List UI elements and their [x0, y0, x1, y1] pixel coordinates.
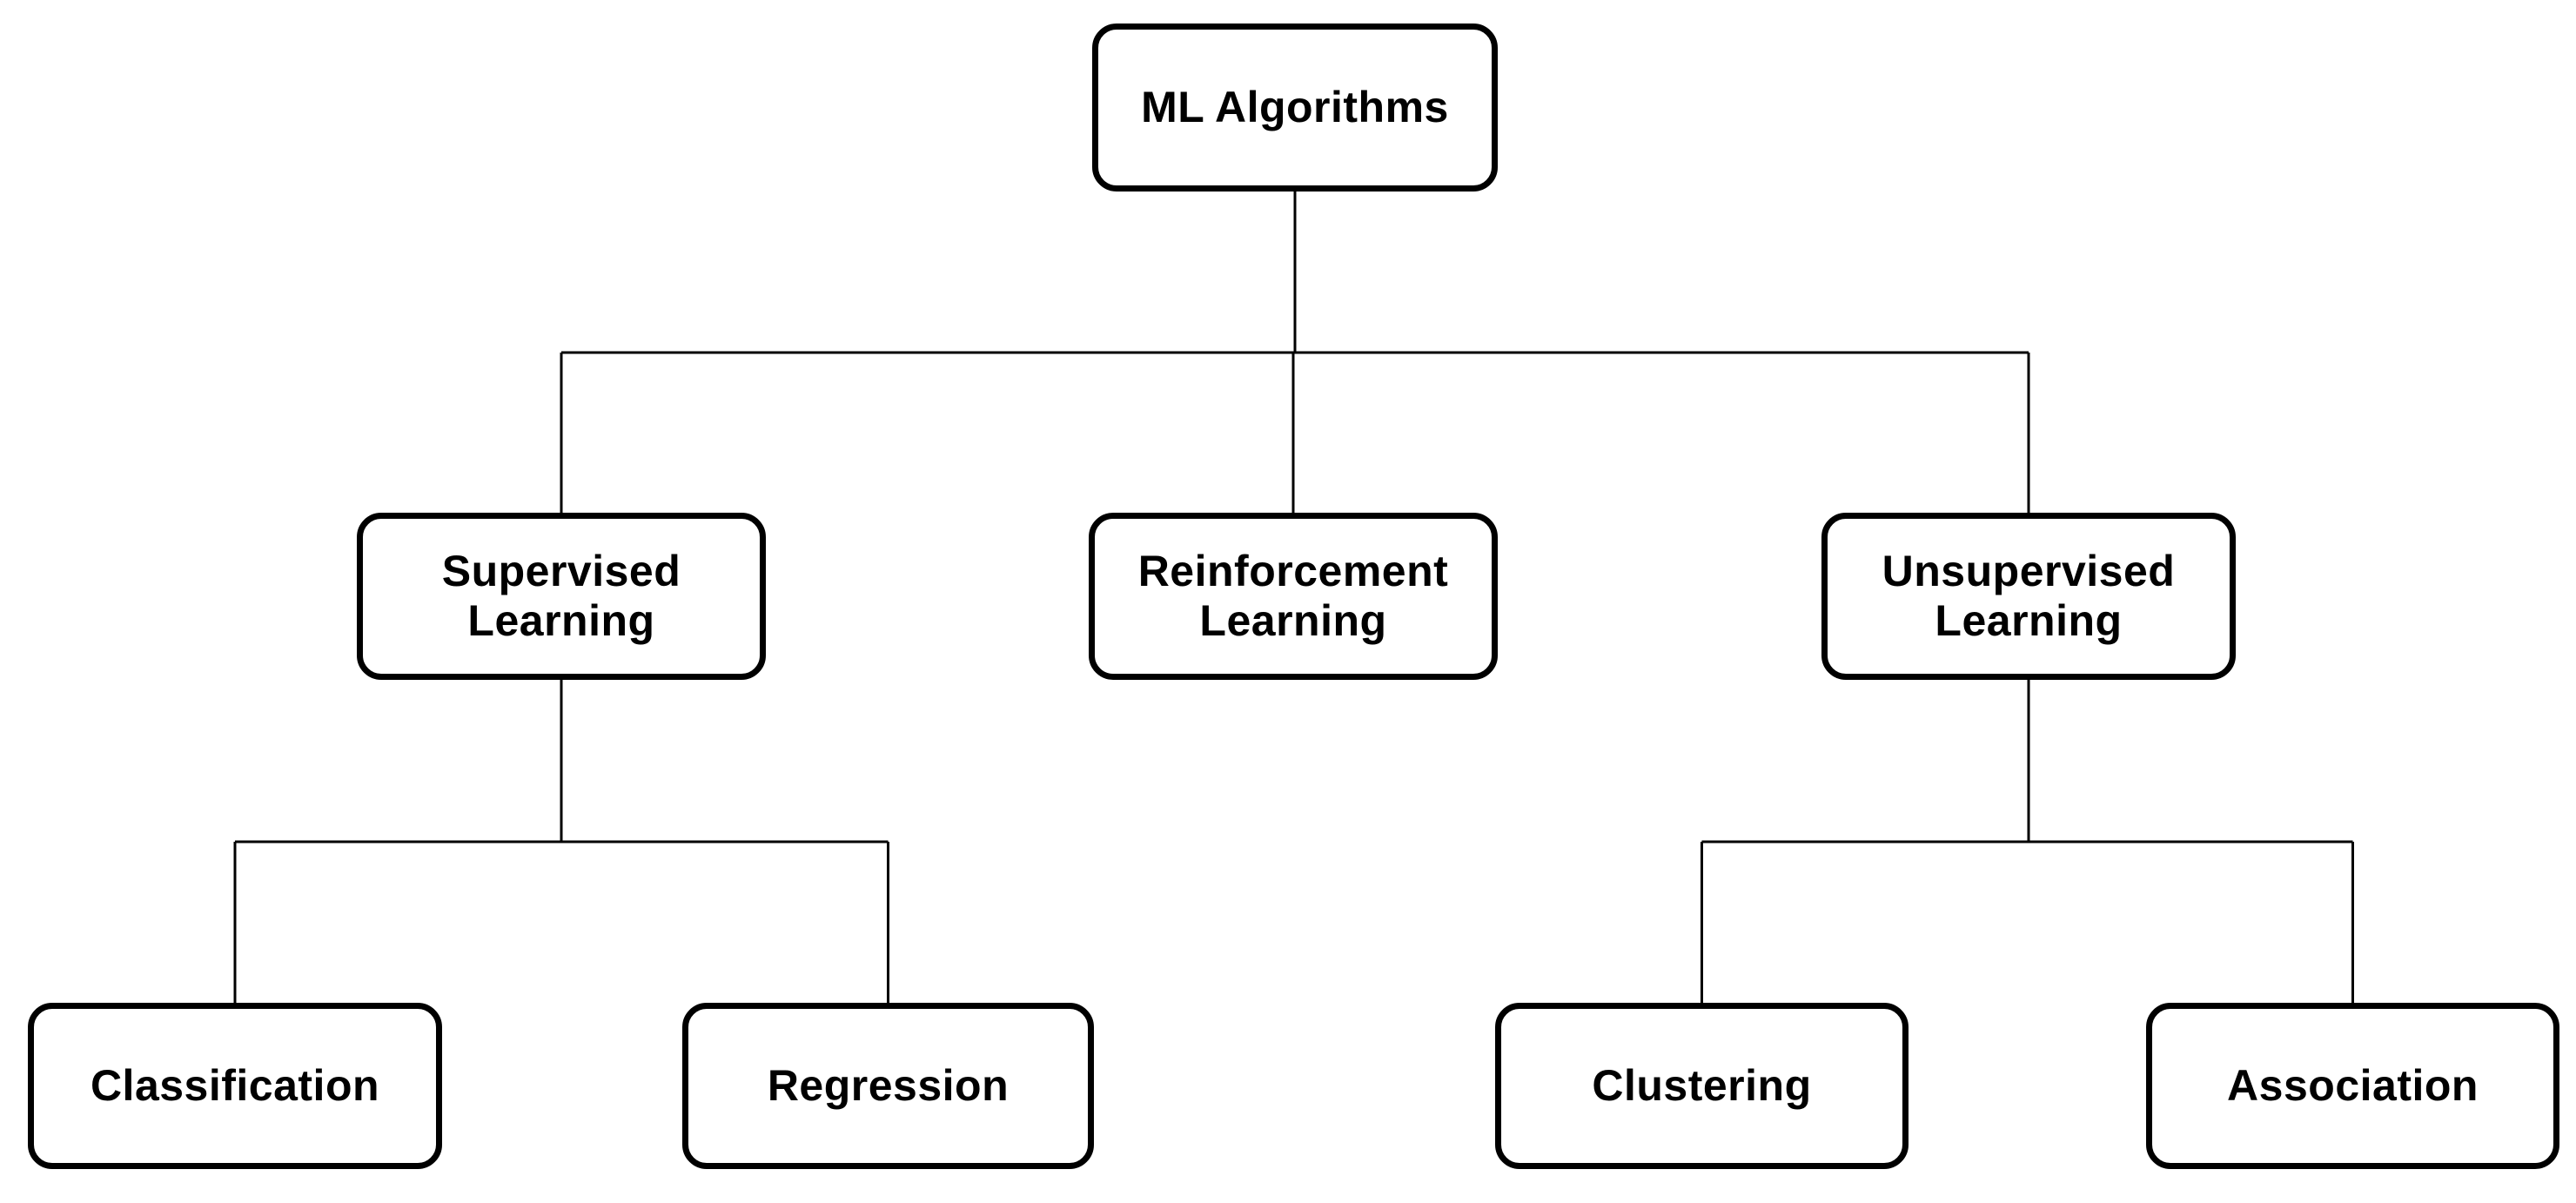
node-ml-algorithms: ML Algorithms	[1092, 24, 1498, 192]
node-label-unsupervised-learning: Unsupervised Learning	[1882, 546, 2176, 646]
node-label-association: Association	[2227, 1060, 2479, 1110]
node-classification: Classification	[28, 1003, 442, 1169]
node-label-supervised-learning: Supervised Learning	[441, 546, 681, 646]
node-label-ml-algorithms: ML Algorithms	[1141, 82, 1449, 131]
node-regression: Regression	[682, 1003, 1094, 1169]
node-label-reinforcement-learning: Reinforcement Learning	[1137, 546, 1449, 646]
node-label-clustering: Clustering	[1592, 1060, 1812, 1110]
node-label-classification: Classification	[90, 1060, 380, 1110]
node-association: Association	[2146, 1003, 2559, 1169]
node-supervised-learning: Supervised Learning	[357, 513, 766, 680]
node-unsupervised-learning: Unsupervised Learning	[1821, 513, 2236, 680]
node-label-regression: Regression	[767, 1060, 1010, 1110]
node-clustering: Clustering	[1495, 1003, 1909, 1169]
node-reinforcement-learning: Reinforcement Learning	[1089, 513, 1498, 680]
